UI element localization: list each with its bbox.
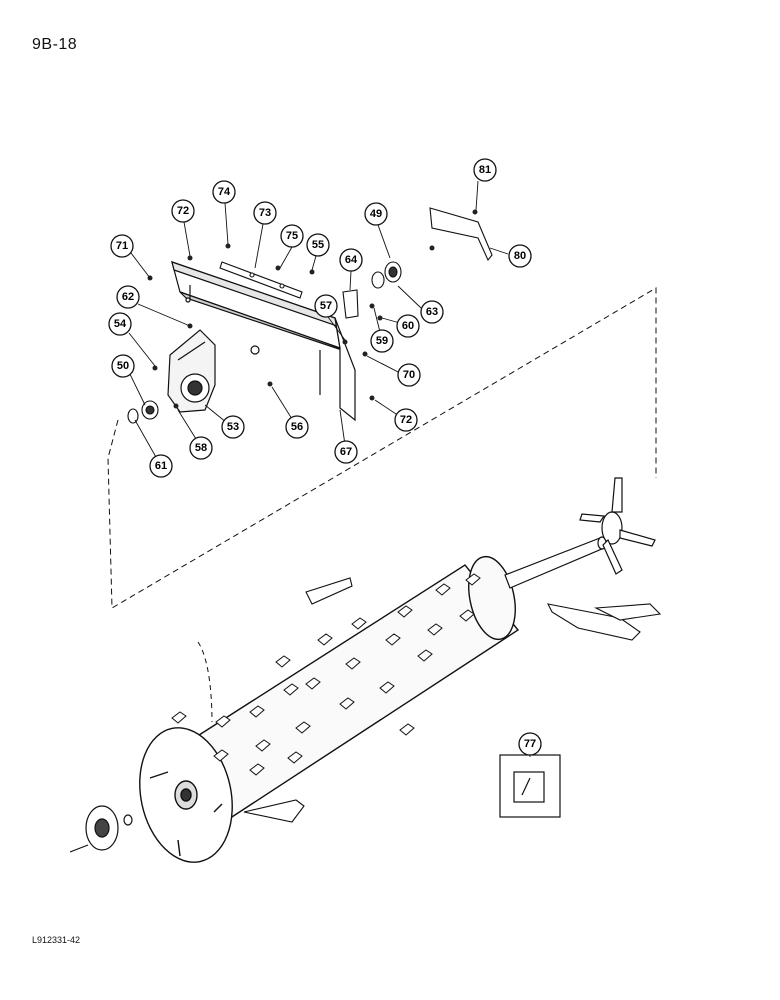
drum-body [139, 555, 520, 863]
drum-shaft [504, 536, 607, 589]
frame-beam [171, 261, 356, 422]
callout-72-top: 72 [171, 199, 195, 223]
bottom-guide [243, 799, 305, 823]
svg-text:67: 67 [340, 446, 352, 458]
callout-61: 61 [149, 454, 173, 478]
callout-54: 54 [108, 312, 132, 336]
footer-code: L912331-42 [32, 935, 81, 945]
callout-74: 74 [212, 180, 236, 204]
callout-71: 71 [110, 234, 134, 258]
plate-part [429, 207, 493, 262]
dashed-reference-line-lower [197, 641, 213, 723]
callout-59: 59 [370, 329, 394, 353]
callout-75: 75 [280, 224, 304, 248]
callout-57: 57 [314, 294, 338, 318]
callout-58: 58 [189, 436, 213, 460]
dashed-reference-line [107, 287, 657, 609]
svg-text:49: 49 [370, 208, 382, 220]
svg-text:73: 73 [259, 207, 271, 219]
callout-72-bottom: 72 [394, 408, 418, 432]
callout-67: 67 [334, 440, 358, 464]
svg-text:77: 77 [524, 738, 536, 750]
callout-64: 64 [339, 248, 363, 272]
page-number: 9B-18 [32, 36, 78, 53]
fasteners [147, 209, 478, 409]
callout-60: 60 [396, 314, 420, 338]
svg-text:61: 61 [155, 460, 167, 472]
svg-text:56: 56 [291, 421, 303, 433]
svg-text:53: 53 [227, 421, 239, 433]
spider-hub [579, 477, 656, 575]
bearing-upper [371, 261, 402, 289]
svg-text:71: 71 [116, 240, 128, 252]
svg-text:75: 75 [286, 230, 298, 242]
svg-text:70: 70 [403, 369, 415, 381]
callout-49: 49 [364, 202, 388, 226]
callout-77: 77 [518, 732, 542, 756]
svg-text:50: 50 [117, 360, 129, 372]
callout-63: 63 [420, 300, 444, 324]
callout-81: 81 [473, 158, 497, 182]
callout-80: 80 [508, 244, 532, 268]
bearing-lower-left [127, 400, 159, 424]
decal-box [499, 754, 561, 818]
svg-text:81: 81 [479, 164, 491, 176]
strap-part [219, 261, 303, 299]
svg-text:64: 64 [345, 254, 358, 266]
callout-50: 50 [111, 354, 135, 378]
svg-text:60: 60 [402, 320, 414, 332]
bearing-housing [167, 329, 216, 413]
svg-text:62: 62 [122, 291, 134, 303]
callout-53: 53 [221, 415, 245, 439]
callout-55: 55 [306, 233, 330, 257]
svg-text:55: 55 [312, 239, 324, 251]
drum-top-bracket [305, 577, 353, 605]
svg-text:59: 59 [376, 335, 388, 347]
svg-text:57: 57 [320, 300, 332, 312]
svg-text:54: 54 [114, 318, 127, 330]
svg-text:72: 72 [177, 205, 189, 217]
svg-text:63: 63 [426, 306, 438, 318]
callout-62: 62 [116, 285, 140, 309]
bracket-part [342, 289, 359, 319]
drum-teeth [171, 573, 481, 776]
svg-text:58: 58 [195, 442, 207, 454]
svg-text:72: 72 [400, 414, 412, 426]
callout-73: 73 [253, 201, 277, 225]
callout-70: 70 [397, 363, 421, 387]
callout-56: 56 [285, 415, 309, 439]
svg-text:74: 74 [218, 186, 231, 198]
hub-cap [69, 805, 133, 853]
svg-text:80: 80 [514, 250, 526, 262]
stripper-plate [547, 603, 662, 641]
